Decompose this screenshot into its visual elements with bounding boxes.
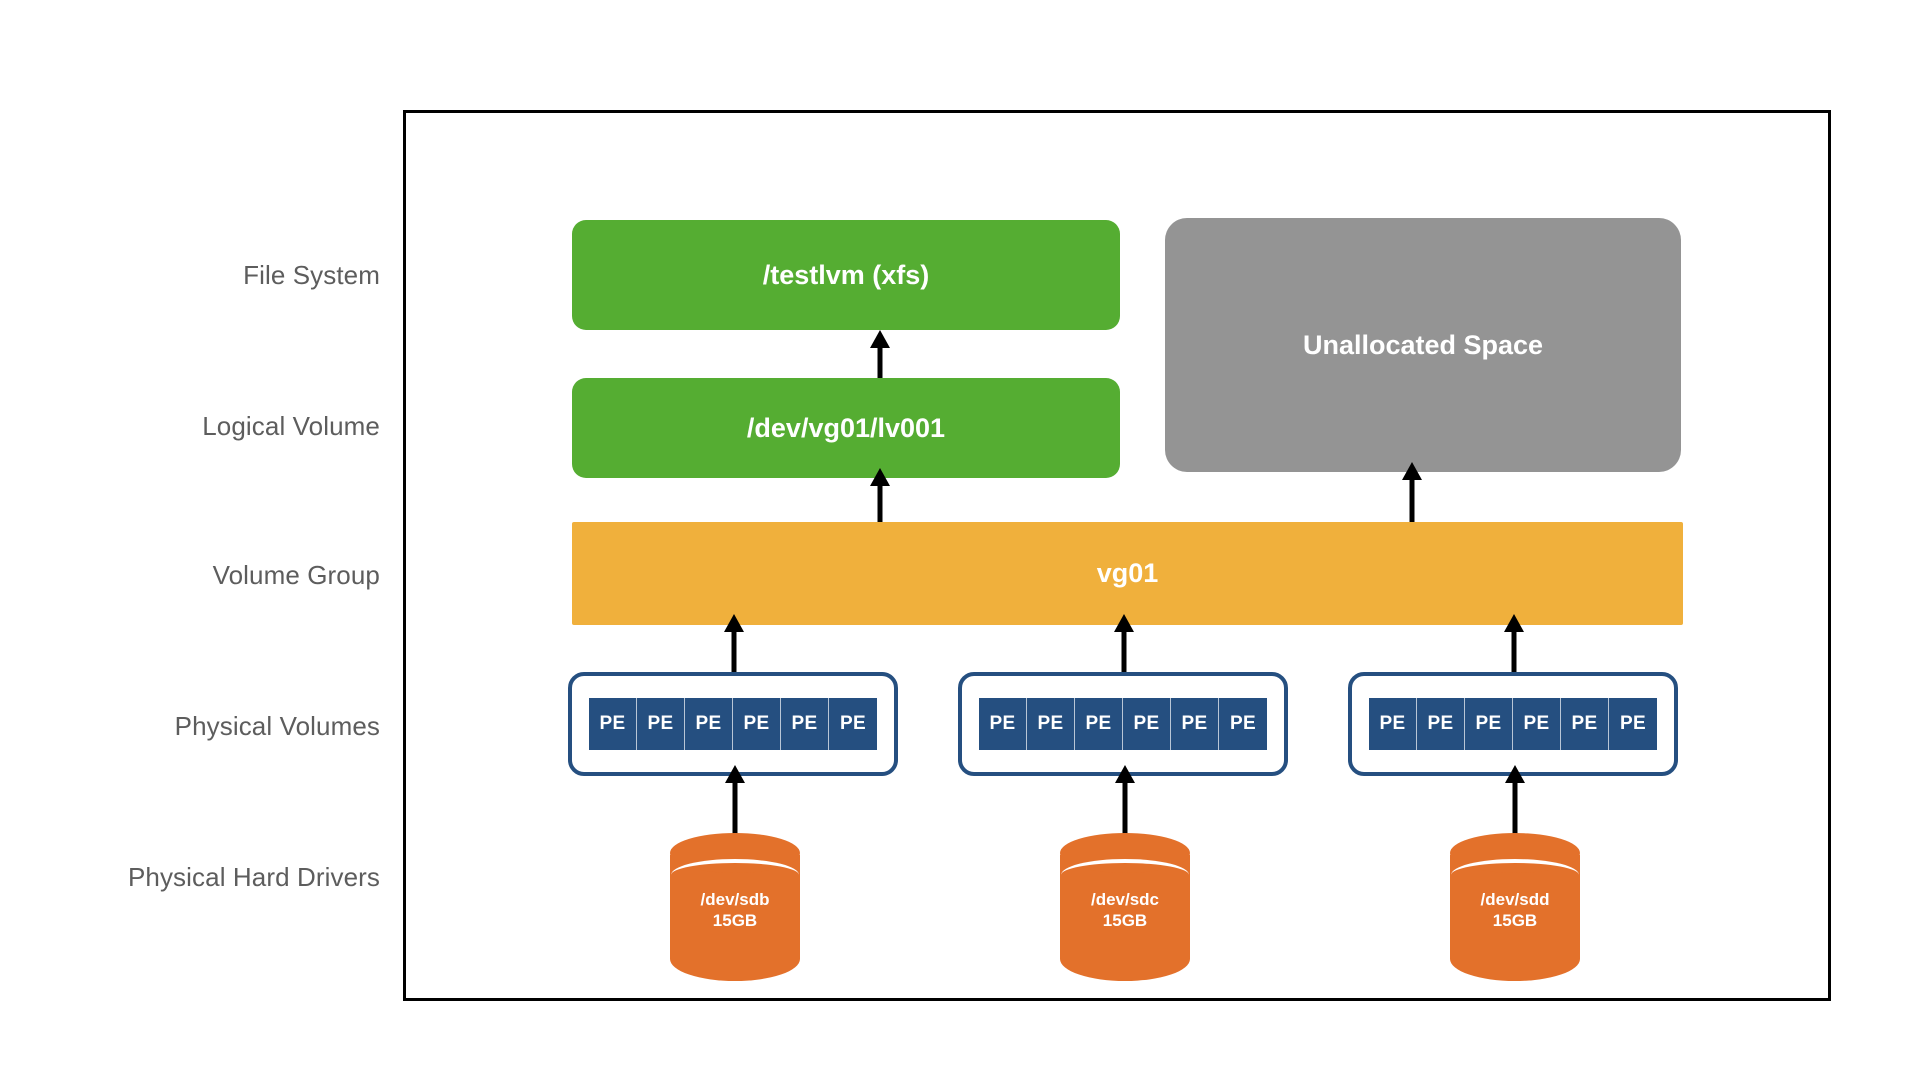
- pe-cell: PE: [1465, 698, 1513, 750]
- cylinder-rim: [671, 859, 799, 891]
- arrow-vg-to-unallocated: [1400, 462, 1424, 542]
- pe-cell: PE: [1513, 698, 1561, 750]
- pe-strip: PE PE PE PE PE PE: [589, 698, 877, 750]
- disk-cylinder-sdc: /dev/sdc 15GB: [1060, 833, 1190, 985]
- file-system-box: /testlvm (xfs): [572, 220, 1120, 330]
- row-label-physical-hard-drivers: Physical Hard Drivers: [127, 862, 380, 892]
- pe-cell: PE: [685, 698, 733, 750]
- row-label-file-system: File System: [243, 260, 380, 290]
- arrow-disk-sdd-to-pv: [1503, 765, 1527, 837]
- logical-volume-box: /dev/vg01/lv001: [572, 378, 1120, 478]
- pe-strip: PE PE PE PE PE PE: [1369, 698, 1657, 750]
- disk-size: 15GB: [1102, 911, 1148, 930]
- arrow-pv1-to-vg: [722, 614, 746, 678]
- disk-size: 15GB: [1492, 911, 1538, 930]
- disk-cylinder-sdb: /dev/sdb 15GB: [670, 833, 800, 985]
- pe-cell: PE: [733, 698, 781, 750]
- pe-cell: PE: [1369, 698, 1417, 750]
- pe-cell: PE: [1219, 698, 1267, 750]
- disk-label: /dev/sdc 15GB: [1060, 889, 1190, 931]
- volume-group-bar: vg01: [572, 522, 1683, 625]
- pe-strip: PE PE PE PE PE PE: [979, 698, 1267, 750]
- pe-cell: PE: [979, 698, 1027, 750]
- arrow-disk-sdb-to-pv: [723, 765, 747, 837]
- pe-cell: PE: [1027, 698, 1075, 750]
- pe-cell: PE: [589, 698, 637, 750]
- pe-cell: PE: [1417, 698, 1465, 750]
- cylinder-rim: [1061, 859, 1189, 891]
- disk-cylinder-sdd: /dev/sdd 15GB: [1450, 833, 1580, 985]
- arrow-vg-to-lv: [868, 468, 892, 543]
- unallocated-space-box: Unallocated Space: [1165, 218, 1681, 472]
- physical-volume-group-sdb: PE PE PE PE PE PE: [568, 672, 898, 776]
- arrow-disk-sdc-to-pv: [1113, 765, 1137, 837]
- arrow-lv-to-fs: [868, 330, 892, 378]
- disk-label: /dev/sdb 15GB: [670, 889, 800, 931]
- row-label-volume-group: Volume Group: [212, 560, 380, 590]
- disk-size: 15GB: [712, 911, 758, 930]
- disk-device: /dev/sdd: [1480, 890, 1550, 909]
- pe-cell: PE: [829, 698, 877, 750]
- pe-cell: PE: [1123, 698, 1171, 750]
- pe-cell: PE: [1561, 698, 1609, 750]
- disk-device: /dev/sdc: [1090, 890, 1160, 909]
- cylinder-rim: [1451, 859, 1579, 891]
- disk-device: /dev/sdb: [700, 890, 770, 909]
- physical-volume-group-sdc: PE PE PE PE PE PE: [958, 672, 1288, 776]
- disk-label: /dev/sdd 15GB: [1450, 889, 1580, 931]
- physical-volume-group-sdd: PE PE PE PE PE PE: [1348, 672, 1678, 776]
- row-label-logical-volume: Logical Volume: [202, 411, 380, 441]
- arrow-pv2-to-vg: [1112, 614, 1136, 678]
- pe-cell: PE: [1609, 698, 1657, 750]
- pe-cell: PE: [1171, 698, 1219, 750]
- pe-cell: PE: [781, 698, 829, 750]
- pe-cell: PE: [1075, 698, 1123, 750]
- row-label-physical-volumes: Physical Volumes: [174, 711, 380, 741]
- pe-cell: PE: [637, 698, 685, 750]
- arrow-pv3-to-vg: [1502, 614, 1526, 678]
